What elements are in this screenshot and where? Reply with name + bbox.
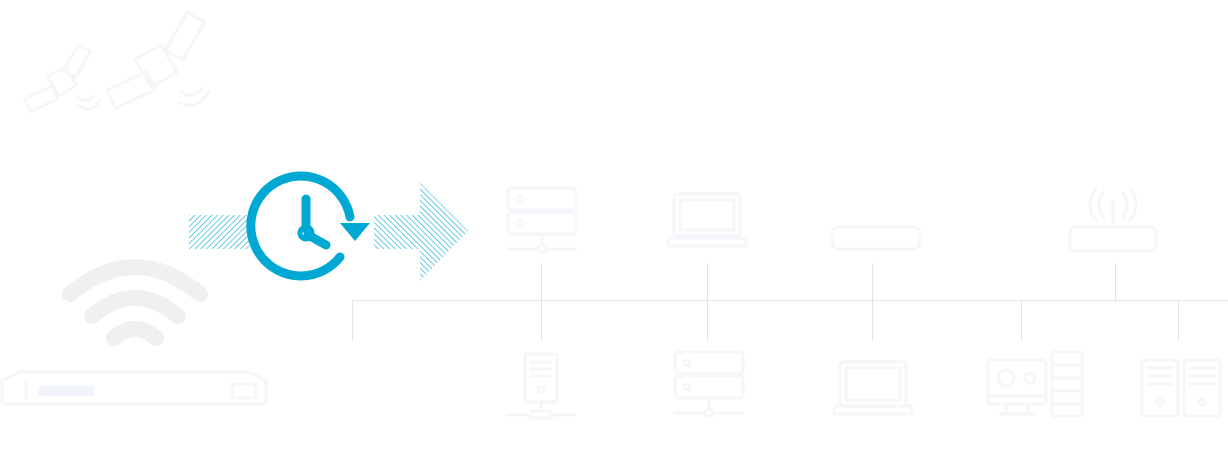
connector-bottom-5 [1178,300,1179,341]
dual-tower-icon [1140,358,1224,420]
wireless-router-icon [1068,185,1160,255]
connector-left [352,300,353,341]
satellite-icon-small [22,40,102,115]
connector-top-3 [872,263,873,341]
hatched-arrow [374,183,470,281]
connector-top-1 [541,263,542,341]
connector-bus [352,300,1228,301]
tower-server-icon [505,352,579,422]
network-switch-icon [0,368,268,408]
clock-refresh-icon [246,171,375,287]
network-switch-icon-top [830,225,922,251]
laptop-icon-bottom [832,358,914,418]
hatched-bar [189,215,249,249]
satellite-icon-large [105,8,215,113]
server-rack-icon [505,186,579,256]
wifi-icon [62,258,208,348]
connector-bottom-4 [1021,300,1022,341]
server-rack-icon-bottom [672,350,746,420]
connector-top-4 [1115,263,1116,300]
workstation-settings-icon [986,350,1086,420]
laptop-icon [666,190,748,250]
connector-top-2 [707,263,708,341]
